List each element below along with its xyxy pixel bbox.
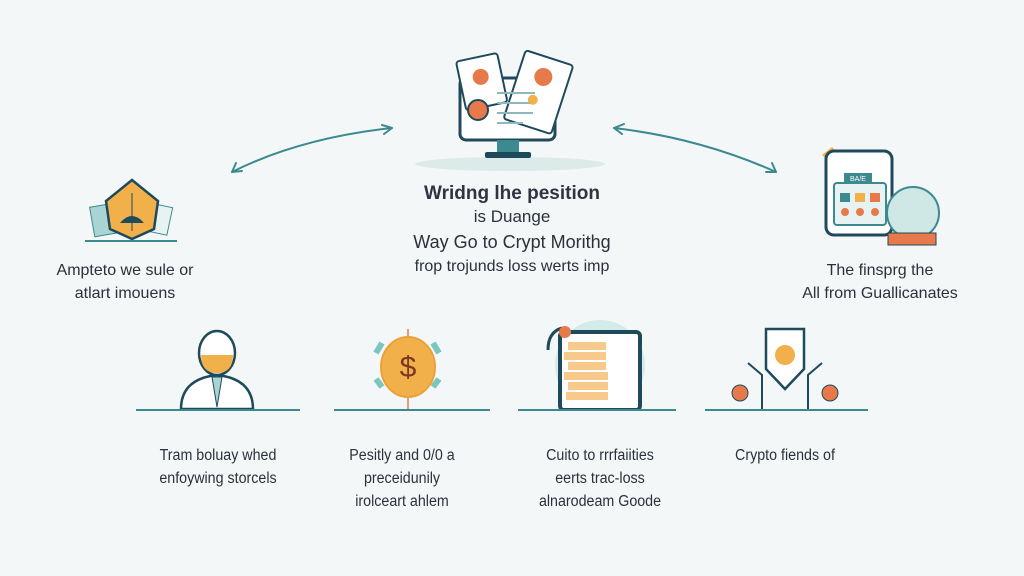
- caption-line: All from Guallicanates: [802, 285, 958, 302]
- caption-line: Cuito to rrrfaiities: [546, 447, 654, 464]
- dollar-coin-illustration: $: [373, 329, 442, 409]
- monitor-document-illustration: [415, 49, 605, 171]
- coin-stack-document-illustration: [546, 320, 645, 410]
- caption-line: irolceart ahlem: [355, 493, 449, 510]
- screen-label: BA/E: [850, 176, 866, 183]
- right-arrow: [613, 127, 777, 173]
- caption-line: Tram boluay whed: [159, 447, 277, 464]
- shield-coin-illustration: [731, 327, 839, 409]
- divider-line: [705, 409, 868, 411]
- left-caption: Ampteto we sule or atlart imouens: [25, 259, 225, 305]
- left-arrow: [231, 127, 393, 173]
- divider-line: [518, 409, 676, 411]
- screen-globe-illustration: BA/E: [822, 147, 940, 246]
- center-line: frop trojunds loss werts imp: [414, 258, 610, 275]
- caption-line: preceidunily: [363, 470, 441, 487]
- house-shield-illustration: [88, 178, 174, 241]
- right-caption: The finsprg the All from Guallicanates: [770, 259, 990, 305]
- divider-line: [136, 409, 300, 411]
- caption-line: Ampteto we sule or: [56, 262, 194, 279]
- center-line: Way Go to Crypt Morithg: [413, 232, 611, 252]
- person-illustration: [179, 329, 255, 410]
- caption-line: Pesitly and 0/0 a: [349, 447, 455, 464]
- bottom-caption-1: Tram boluay whed enfoywing storcels: [126, 444, 310, 490]
- caption-line: enfoywing storcels: [159, 470, 277, 487]
- bottom-caption-2: Pesitly and 0/0 a preceidunily irolceart…: [310, 444, 494, 513]
- caption-line: Crypto fiends of: [735, 447, 835, 464]
- svg-text:$: $: [400, 351, 417, 384]
- center-line: is Duange: [473, 207, 551, 226]
- bottom-caption-3: Cuito to rrrfaiities eerts trac-loss aln…: [508, 444, 692, 513]
- caption-line: The finsprg the: [826, 262, 934, 279]
- caption-line: atlart imouens: [74, 285, 176, 302]
- caption-line: eerts trac-loss: [555, 470, 645, 487]
- caption-line: alnarodeam Goode: [538, 493, 662, 510]
- divider-line: [334, 409, 490, 411]
- center-text: Wridng lhe pesition is Duange Way Go to …: [362, 182, 662, 279]
- bottom-caption-4: Crypto fiends of: [693, 444, 877, 467]
- divider-line: [85, 240, 177, 242]
- center-title: Wridng lhe pesition: [424, 183, 600, 204]
